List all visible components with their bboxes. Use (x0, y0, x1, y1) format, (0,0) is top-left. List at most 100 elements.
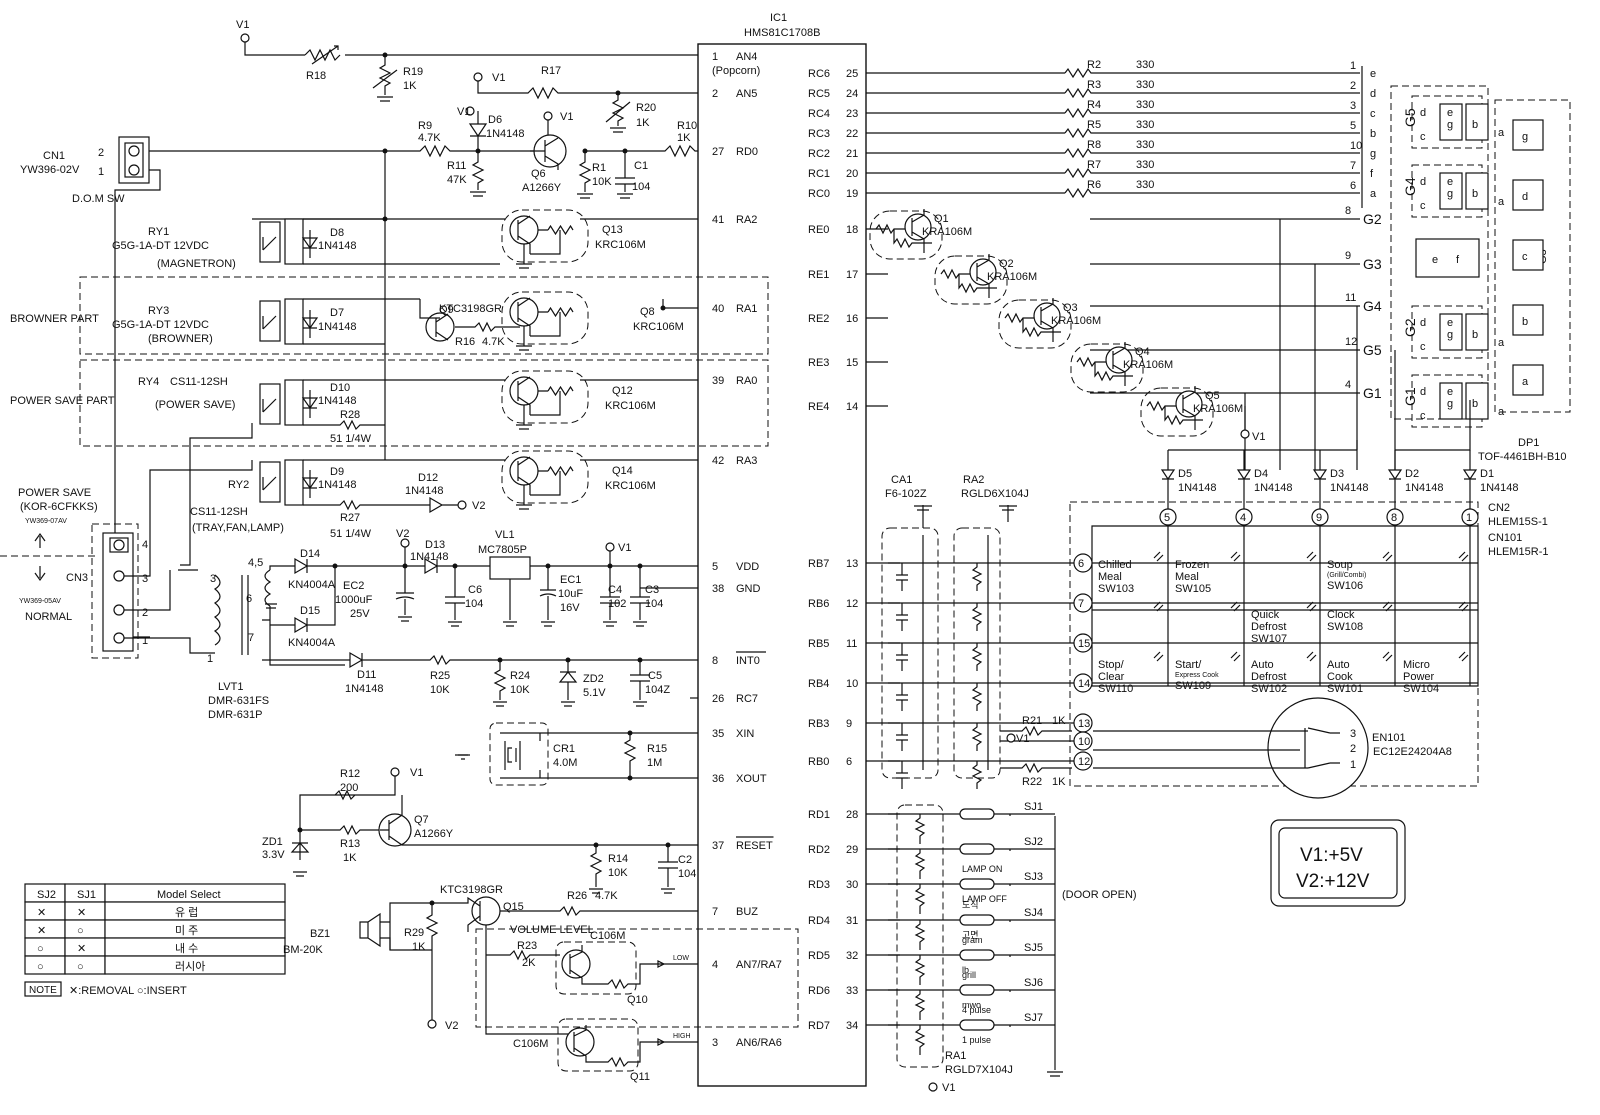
key-label: Quick (1251, 609, 1280, 621)
c4-capacitor (600, 551, 620, 627)
scan-diodes: D51N41485D41N41484D31N41489D21N41488D11N… (1159, 400, 1519, 686)
encoder-pin2: 2 (1350, 743, 1356, 755)
ry1-label: RY1 (148, 226, 169, 238)
ry3-part: G5G-1A-DT 12VDC (112, 319, 209, 331)
v1-terminal (605, 542, 615, 552)
r15-value: 1M (647, 757, 662, 769)
d15-label: D15 (300, 605, 320, 617)
q10-part: C106M (590, 930, 625, 942)
v1-terminal (543, 111, 553, 121)
jumper-option-top: grill (962, 970, 976, 980)
key-label: Clear (1098, 671, 1125, 683)
v1-terminal (1240, 429, 1250, 439)
display-seg-letter: e (1447, 317, 1453, 329)
v2-terminal (400, 538, 410, 548)
d8-part: 1N4148 (318, 240, 357, 252)
model-table-cell: ✕ (77, 907, 86, 919)
segment-pin-number: 10 (1350, 140, 1362, 152)
d13-diode (404, 547, 490, 575)
display-digit-label: G1 (1402, 387, 1418, 406)
ec1-capacitor (539, 566, 557, 627)
ic1-pin-number: 24 (846, 88, 858, 100)
v2-terminal (427, 1019, 437, 1029)
display-seg-letter: b (1472, 329, 1478, 341)
grid-transistor-part: KRA106M (1123, 359, 1173, 371)
model-table-header: Model Select (157, 889, 221, 901)
ic1-pin-number: 39 (712, 375, 724, 387)
lvt1-pin6: 6 (246, 593, 252, 605)
display-g3-seg-a-label: a (1522, 376, 1529, 388)
ic1-pin-name: RC1 (808, 168, 830, 180)
v1-label: V1 (236, 19, 249, 31)
key-label: Frozen (1175, 559, 1209, 571)
ry3-relay (259, 300, 281, 342)
cn1-name: D.O.M SW (72, 193, 125, 205)
scan-diode-node: 4 (1240, 512, 1246, 524)
ic1-pin-number: 26 (712, 693, 724, 705)
r24-label: R24 (510, 670, 530, 682)
v2-label: V2 (396, 528, 409, 540)
segment-resistor-value: 330 (1136, 179, 1154, 191)
ic1-pin-number: 28 (846, 809, 858, 821)
key-switch[interactable] (1306, 551, 1317, 562)
r29-resistor (425, 903, 439, 1020)
jumper-row: SJ1 (888, 801, 1055, 844)
grid-transistor-label: Q3 (1063, 302, 1078, 314)
ic1-pin-name: RD3 (808, 879, 830, 891)
scan-diode-label: D4 (1254, 468, 1268, 480)
ic1-pin-name: RC7 (736, 693, 758, 705)
r11-value: 47K (447, 174, 467, 186)
grid-pin-number: 9 (1345, 250, 1351, 262)
ic1-pin-number: 23 (846, 108, 858, 120)
cn1-label: CN1 (43, 150, 65, 162)
segment-pin-number: 5 (1350, 120, 1356, 132)
encoder-pin1: 1 (1350, 759, 1356, 771)
ic1-pin-name: RB4 (808, 678, 829, 690)
q11-label: Q11 (630, 1071, 650, 1083)
display-g3-seg-d-label: d (1522, 191, 1528, 203)
key-switch-id: SW107 (1251, 633, 1287, 645)
lvt1-pin7: 7 (248, 632, 254, 644)
d9-diode (301, 459, 505, 511)
ry2-coil (284, 459, 304, 506)
d10-diode (301, 379, 505, 431)
key-label: Soup (1327, 559, 1353, 571)
grid-transistor-part: KRA106M (922, 226, 972, 238)
key-switch[interactable] (1458, 551, 1469, 562)
key-label: Clock (1327, 609, 1355, 621)
key-switch[interactable]: Soup(Grill/Combi)SW106 (1327, 551, 1393, 592)
ic1-pin-number: 40 (712, 303, 724, 315)
key-switch-id: SW106 (1327, 580, 1363, 592)
c4-value: 102 (608, 598, 626, 610)
ic1-pin-name: AN5 (736, 88, 757, 100)
c2-value: 104 (678, 868, 696, 880)
r22-value: 1K (1052, 776, 1066, 788)
jumper-label: SJ5 (1024, 942, 1043, 954)
model-table-cell: ○ (77, 961, 84, 973)
ca1-part: F6-102Z (885, 488, 927, 500)
driver-part: KRC106M (595, 239, 646, 251)
model-table-header: SJ1 (77, 889, 96, 901)
d6-diode (468, 111, 488, 151)
ic1-pin-name: RC4 (808, 108, 830, 120)
jumper-label: SJ1 (1024, 801, 1043, 813)
q6-part: A1266Y (522, 182, 562, 194)
jumper-option-top: LAMP ON (962, 864, 1002, 874)
d6-label: D6 (488, 114, 502, 126)
lvt1-pin3: 3 (210, 573, 216, 585)
ic1-pin-number: 7 (712, 906, 718, 918)
row-node-number: 6 (1078, 558, 1084, 570)
grid-transistors: Q1KRA106MQ2KRA106MQ3KRA106MQ4KRA106MQ5KR… (869, 209, 1265, 443)
ic1-pin-name: RB6 (808, 598, 829, 610)
ic1-pin-name: RC5 (808, 88, 830, 100)
